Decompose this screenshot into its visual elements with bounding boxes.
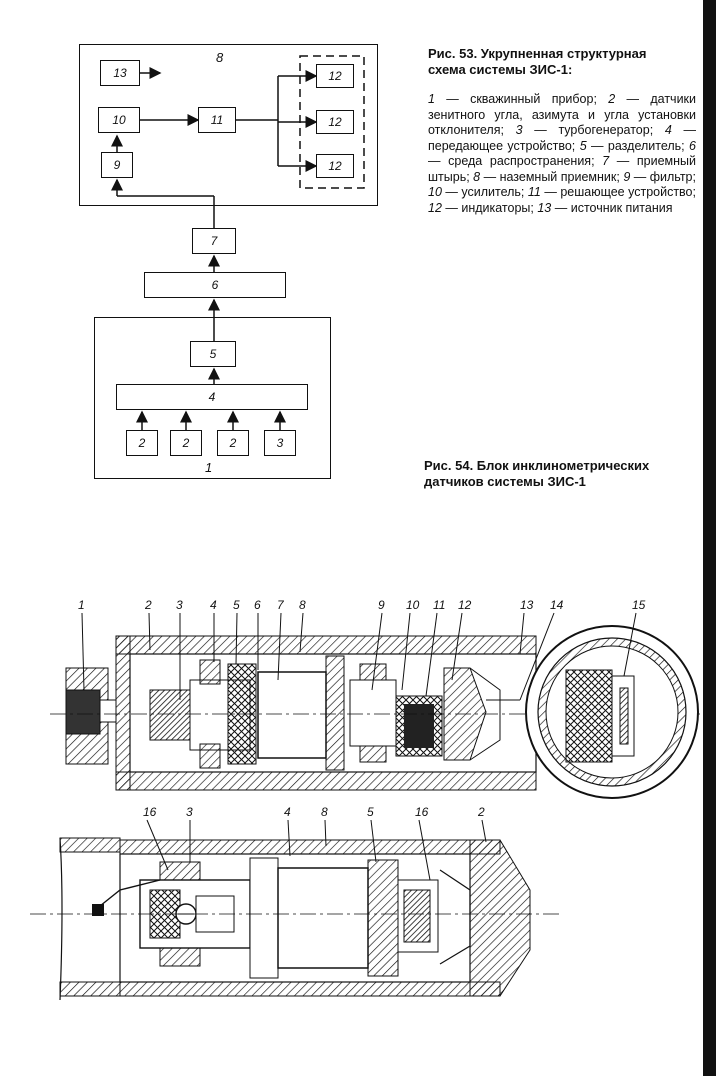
legend-number: 6 xyxy=(689,138,696,153)
callout-11: 11 xyxy=(433,598,445,612)
callout-3: 3 xyxy=(176,598,183,612)
legend-text: — датчики зенитного угла, азимута и угла… xyxy=(428,92,696,137)
callout-4: 4 xyxy=(284,805,291,819)
block-2-sensor: 2 xyxy=(170,430,202,456)
figure-53-caption: Рис. 53. Укрупненная структурная схема с… xyxy=(428,46,708,78)
legend-number: 1 xyxy=(428,92,435,106)
top-section-view xyxy=(50,625,700,799)
callout-4: 4 xyxy=(210,598,217,612)
callout-leader xyxy=(519,612,555,701)
legend-text: — решающее устройство; xyxy=(540,185,696,199)
callout-leader xyxy=(287,819,291,857)
block-13-power-source: 13 xyxy=(100,60,140,86)
callout-leader xyxy=(81,612,85,691)
callout-leader xyxy=(277,612,282,681)
block-4-transmitter: 4 xyxy=(116,384,308,410)
callout-leader xyxy=(401,612,411,691)
callout-leader xyxy=(418,819,431,881)
figure-53-caption-line2: схема системы ЗИС-1: xyxy=(428,62,573,77)
legend-text: — усилитель; xyxy=(441,185,528,199)
figure-54-caption-line2: датчиков системы ЗИС-1 xyxy=(424,474,586,489)
callout-leader xyxy=(451,612,463,681)
legend-number: 8 xyxy=(473,169,481,184)
figure-54-caption: Рис. 54. Блок инклинометрических датчико… xyxy=(424,458,714,490)
callout-leader xyxy=(623,612,637,677)
block-3-turbogenerator: 3 xyxy=(264,430,296,456)
callout-9: 9 xyxy=(378,598,385,612)
block-2-sensor: 2 xyxy=(126,430,158,456)
legend-number: 10 xyxy=(428,185,442,199)
ground-receiver-frame xyxy=(79,44,378,206)
callout-3: 3 xyxy=(186,805,193,819)
callout-16: 16 xyxy=(415,805,429,819)
legend-text: — среда распространения; xyxy=(428,154,603,168)
callout-leader xyxy=(148,612,151,651)
callout-leader xyxy=(235,612,238,665)
downhole-tool-label: 1 xyxy=(205,460,213,475)
legend-text: — скважинный прибор; xyxy=(434,92,609,106)
callout-12: 12 xyxy=(458,598,472,612)
callout-6: 6 xyxy=(254,598,261,612)
legend-number: 13 xyxy=(537,200,552,215)
legend-number: 5 xyxy=(579,138,587,153)
block-diagram-connectors xyxy=(111,55,365,430)
block-12-indicator: 12 xyxy=(316,64,354,88)
callout-13: 13 xyxy=(520,598,534,612)
ground-receiver-label: 8 xyxy=(216,50,224,65)
callout-15: 15 xyxy=(632,598,646,612)
legend-number: 7 xyxy=(602,154,610,168)
block-9-filter: 9 xyxy=(101,152,133,178)
callout-leader xyxy=(324,819,327,847)
callout-7: 7 xyxy=(277,598,285,612)
legend-number: 2 xyxy=(608,92,616,106)
figure-54-caption-line1: Рис. 54. Блок инклинометрических xyxy=(424,458,650,473)
block-7-receiving-pin: 7 xyxy=(192,228,236,254)
callout-2: 2 xyxy=(477,805,485,819)
downhole-tool-frame xyxy=(94,317,331,479)
legend-text: — разделитель; xyxy=(586,138,690,153)
legend-number: 12 xyxy=(428,200,442,215)
legend-text: — наземный приемник; xyxy=(480,169,624,184)
legend-number: 11 xyxy=(527,185,541,199)
figure-53-legend: 1 — скважинный прибор; 2 — датчики зенит… xyxy=(428,92,696,216)
legend-text: — турбогенератор; xyxy=(522,123,665,137)
callout-5: 5 xyxy=(233,598,240,612)
block-12-indicator: 12 xyxy=(316,154,354,178)
scan-edge-shadow xyxy=(703,0,716,1076)
legend-text: — передающее устройство; xyxy=(428,123,696,153)
callout-1: 1 xyxy=(78,598,85,612)
bottom-callouts: 16 3 4 8 5 16 2 xyxy=(143,805,487,881)
block-12-indicator: 12 xyxy=(316,110,354,134)
block-10-amplifier: 10 xyxy=(98,107,140,133)
callout-leader xyxy=(371,612,383,691)
figure-53-caption-line1: Рис. 53. Укрупненная структурная xyxy=(428,46,647,61)
bottom-section-view xyxy=(30,837,560,1001)
block-2-sensor: 2 xyxy=(217,430,249,456)
legend-number: 9 xyxy=(623,169,631,184)
callout-leader xyxy=(481,819,487,843)
legend-number: 4 xyxy=(664,123,672,137)
callout-8: 8 xyxy=(299,598,306,612)
legend-text: — фильтр; xyxy=(630,169,696,184)
callout-8: 8 xyxy=(321,805,328,819)
block-11-decision-device: 11 xyxy=(198,107,236,133)
callout-leader xyxy=(299,612,304,653)
callout-5: 5 xyxy=(367,805,374,819)
legend-text: — приемный штырь; xyxy=(428,154,696,184)
callout-14: 14 xyxy=(550,598,564,612)
callout-leader xyxy=(370,819,377,863)
callout-leader xyxy=(519,612,525,655)
legend-text: — индикаторы; xyxy=(441,200,538,215)
callout-leader xyxy=(425,612,438,697)
block-5-separator: 5 xyxy=(190,341,236,367)
callout-16: 16 xyxy=(143,805,157,819)
callout-leader xyxy=(146,819,169,871)
block-6-propagation-medium: 6 xyxy=(144,272,286,298)
callout-10: 10 xyxy=(406,598,420,612)
legend-number: 3 xyxy=(515,123,523,137)
callout-2: 2 xyxy=(144,598,152,612)
legend-text: — источник питания xyxy=(551,200,673,215)
